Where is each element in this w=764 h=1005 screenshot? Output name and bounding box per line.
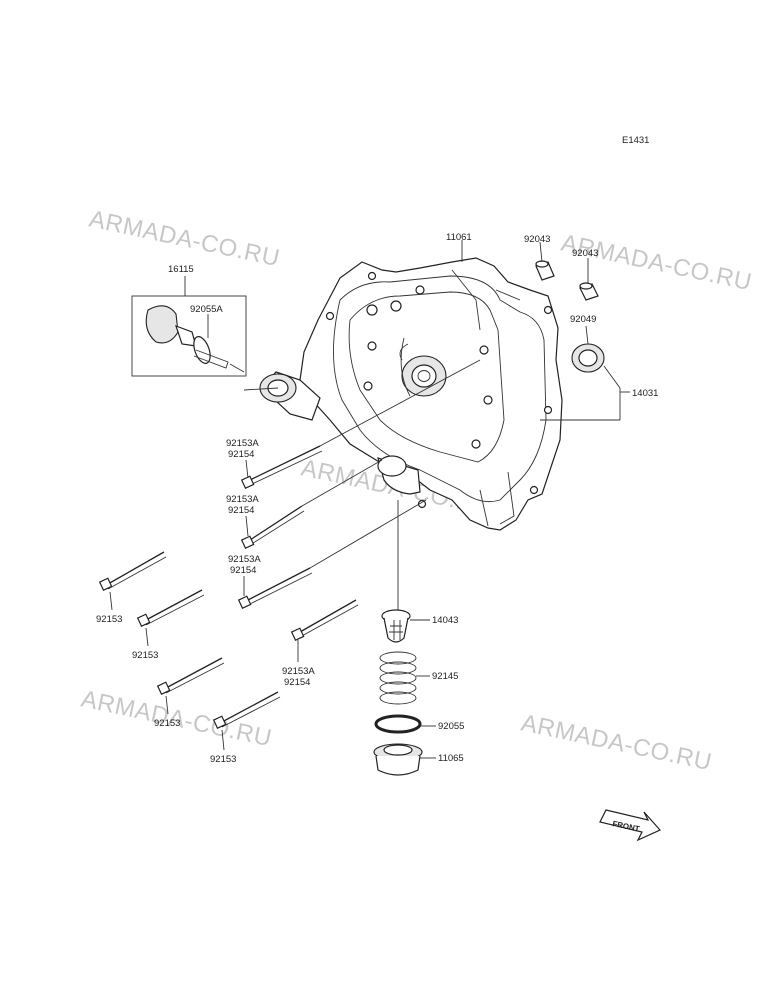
label-92153-4: 92153 (210, 754, 236, 765)
label-92145: 92145 (432, 671, 458, 682)
leader-lines (109, 240, 630, 759)
label-14043: 14043 (432, 615, 458, 626)
label-92153-1: 92153 (96, 614, 122, 625)
label-92154-3: 92154 (230, 565, 256, 576)
label-92055: 92055 (438, 721, 464, 732)
bolt-92154-1 (240, 445, 323, 490)
label-92153-2: 92153 (132, 650, 158, 661)
front-arrow-icon: FRONT (599, 809, 661, 842)
label-14031: 14031 (632, 388, 658, 399)
watermark-1: ARMADA-CO.RU (87, 205, 282, 272)
bolt-92153-4 (212, 691, 281, 730)
dowel-pin-92043-a (535, 260, 555, 281)
label-16115: 16115 (168, 264, 194, 275)
label-92153A-3: 92153A (228, 554, 261, 565)
diagram-code: E1431 (622, 135, 649, 146)
oil-seal-92049 (571, 343, 605, 373)
bolt-92153-1 (98, 551, 167, 592)
label-11061: 11061 (446, 232, 472, 243)
bolt-92154-2 (240, 505, 305, 550)
label-92153-3: 92153 (154, 718, 180, 729)
label-92154-4: 92154 (284, 677, 310, 688)
oil-cap-16115 (131, 295, 247, 377)
part-labels: 11061 92043 92043 16115 92055A 92049 140… (96, 232, 658, 765)
bolt-92154-4 (290, 599, 359, 642)
o-ring-92055 (374, 714, 422, 734)
label-11065: 11065 (438, 753, 464, 764)
spring-92145 (379, 651, 417, 705)
bolt-92153-3 (156, 657, 225, 696)
label-92043-b: 92043 (572, 248, 598, 259)
label-92154-2: 92154 (228, 505, 254, 516)
strainer-14043 (381, 609, 411, 643)
label-92043-a: 92043 (524, 234, 550, 245)
label-92049: 92049 (570, 314, 596, 325)
crankcase-cover-11061 (299, 257, 563, 531)
bolt-92154-3 (237, 567, 313, 610)
label-92153A-1: 92153A (226, 438, 259, 449)
bolt-92153-2 (136, 589, 205, 628)
drain-plug-11065 (373, 743, 423, 776)
dowel-pin-92043-b (579, 282, 599, 301)
label-92055A: 92055A (190, 304, 223, 315)
label-92154-1: 92154 (228, 449, 254, 460)
label-92153A-2: 92153A (226, 494, 259, 505)
label-92153A-4: 92153A (282, 666, 315, 677)
watermark-5: ARMADA-CO.RU (519, 709, 714, 776)
